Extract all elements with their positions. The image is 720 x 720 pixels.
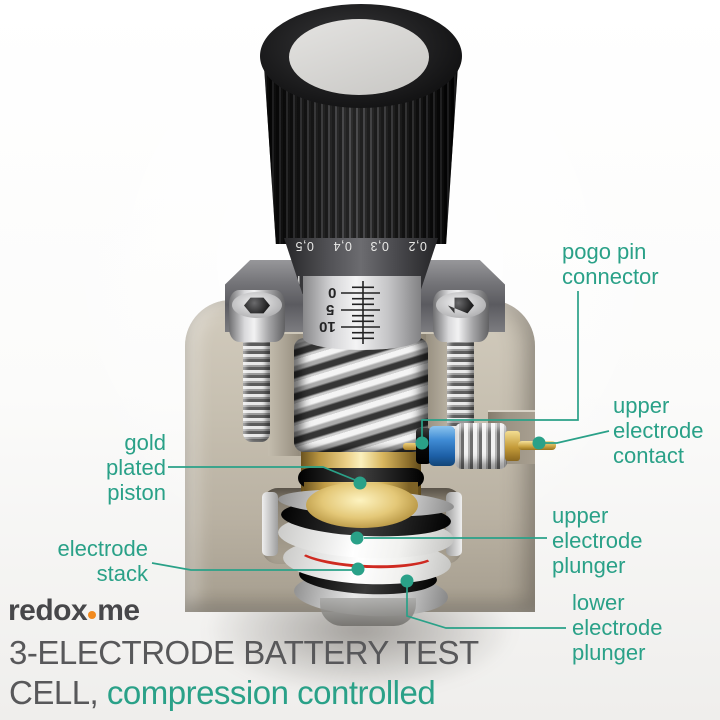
logo-orange-dot-icon	[88, 611, 97, 619]
cavity-left-bracket	[262, 492, 278, 556]
pogo-pin-wire	[403, 443, 421, 450]
gold-piston-dome	[306, 482, 418, 528]
left-screw-thread	[243, 338, 270, 442]
label-line: contact	[613, 443, 684, 468]
label-upper-electrode-plunger: upper electrode plunger	[552, 503, 643, 578]
product-title-line2-accent: compression controlled	[106, 674, 436, 711]
label-line: electrode	[552, 528, 643, 553]
label-line: gold	[124, 430, 166, 455]
label-upper-electrode-contact: upper electrode contact	[613, 393, 704, 468]
label-line: plated	[106, 455, 166, 480]
plunger-stem-shadow	[320, 598, 416, 626]
label-line: pogo pin	[562, 239, 647, 264]
label-electrode-stack: electrode stack	[35, 536, 148, 586]
micrometer-sleeve: 0 5 10	[303, 276, 421, 350]
pogo-pin-thread	[455, 423, 507, 469]
label-gold-plated-piston: gold plated piston	[70, 430, 166, 505]
product-title: 3-ELECTRODE BATTERY TEST CELL, compressi…	[9, 633, 479, 713]
right-screw-head	[433, 290, 489, 342]
label-line: electrode	[572, 615, 663, 640]
logo-text-part1: redox	[8, 594, 88, 627]
product-title-line1: 3-ELECTRODE BATTERY TEST	[9, 634, 479, 671]
label-line: plunger	[552, 553, 626, 578]
knob-top-inset	[289, 19, 429, 95]
label-pogo-pin-connector: pogo pin connector	[562, 239, 659, 289]
left-hex-socket-icon	[244, 297, 270, 314]
label-line: stack	[96, 561, 148, 586]
logo-text-part2: me	[97, 594, 140, 627]
label-line: upper	[613, 393, 670, 418]
label-line: piston	[107, 480, 166, 505]
sleeve-tick-marks	[341, 281, 380, 344]
label-line: plunger	[572, 640, 646, 665]
product-title-line2-dark: CELL,	[9, 674, 99, 711]
label-line: upper	[552, 503, 609, 528]
compression-spring	[294, 338, 428, 452]
left-screw-head	[229, 290, 285, 342]
right-hex-socket-icon	[448, 297, 474, 314]
label-line: electrode	[613, 418, 704, 443]
label-line: connector	[562, 264, 659, 289]
channel-left-wall	[268, 334, 298, 456]
label-line: lower	[572, 590, 625, 615]
pogo-pin-nut	[505, 431, 520, 461]
product-title-line2: CELL, compression controlled	[9, 673, 479, 713]
label-lower-electrode-plunger: lower electrode plunger	[572, 590, 663, 665]
pogo-pin-blue-body	[429, 426, 455, 466]
label-line: electrode	[57, 536, 148, 561]
